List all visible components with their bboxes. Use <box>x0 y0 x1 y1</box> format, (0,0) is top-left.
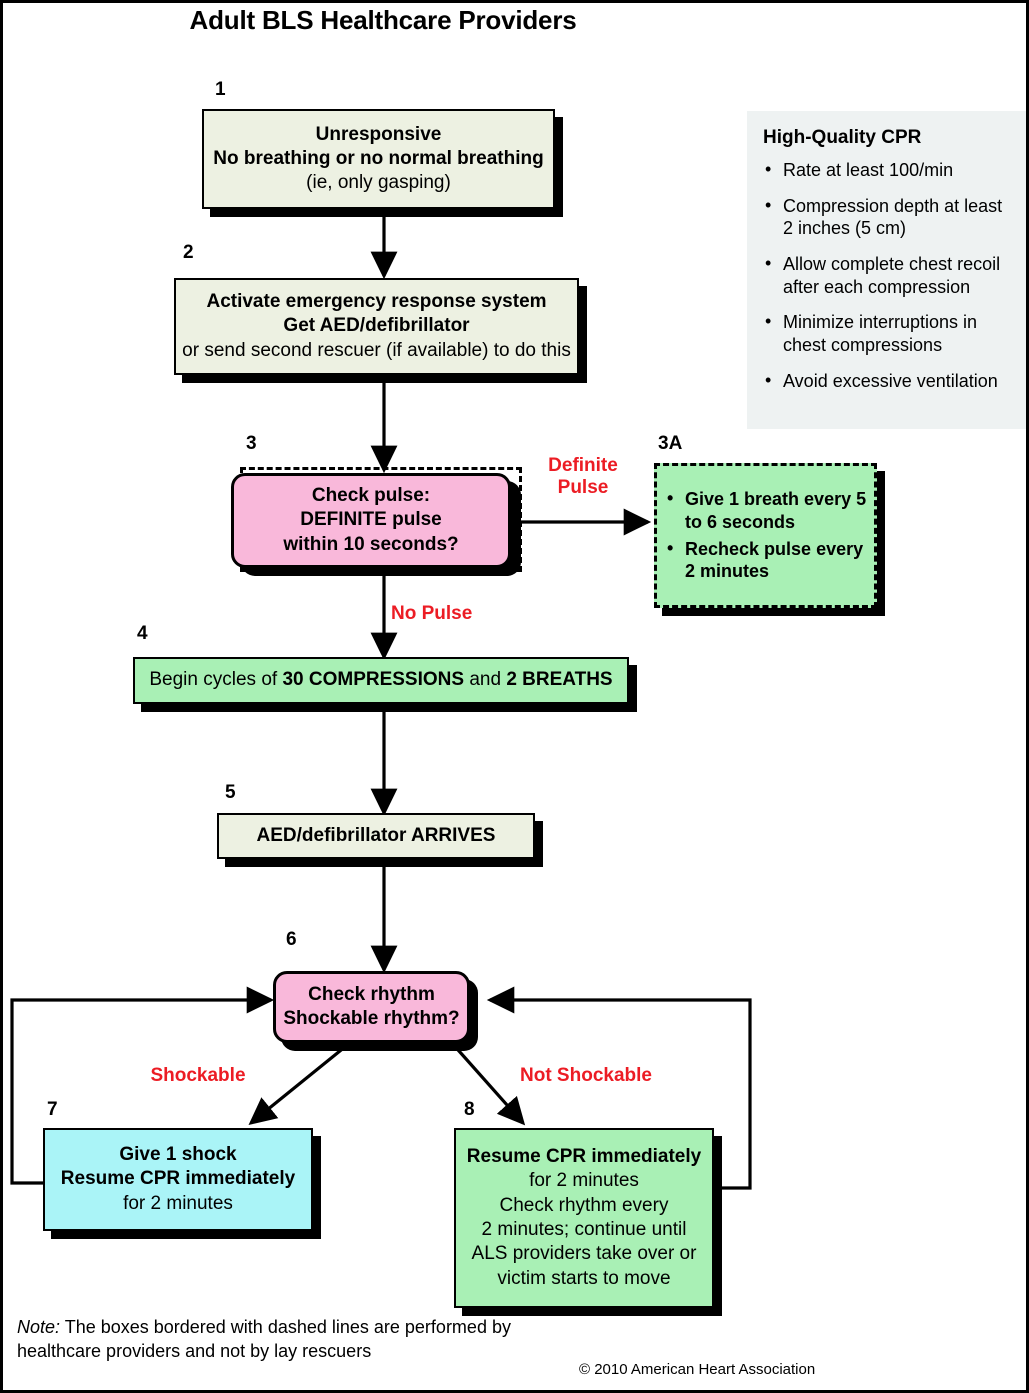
box-4-strong-2: 2 BREATHS <box>506 669 613 691</box>
box-4-strong-1: 30 COMPRESSIONS <box>282 669 465 691</box>
edge-label-no-pulse: No Pulse <box>391 603 473 624</box>
step-box-3a: Give 1 breath every 5 to 6 seconds Reche… <box>654 463 877 608</box>
list-item: Recheck pulse every 2 minutes <box>663 537 868 584</box>
step-number-7: 7 <box>47 1099 58 1120</box>
step-number-2: 2 <box>183 242 194 263</box>
box-4-prefix: Begin cycles of <box>149 669 283 691</box>
box-3a-bullet-list: Give 1 breath every 5 to 6 seconds Reche… <box>663 487 868 584</box>
edge-label-shockable: Shockable <box>150 1065 246 1086</box>
box-4-mid: and <box>464 669 507 691</box>
box-7-line-3: for 2 minutes <box>123 1192 233 1214</box>
box-3-line-3: within 10 seconds? <box>283 533 459 555</box>
step-box-8: Resume CPR immediately for 2 minutes Che… <box>454 1128 714 1308</box>
step-number-3: 3 <box>246 433 257 454</box>
box-4-text: Begin cycles of 30 COMPRESSIONS and 2 BR… <box>135 668 627 692</box>
footnote: Note: The boxes bordered with dashed lin… <box>17 1315 537 1364</box>
high-quality-cpr-panel: High-Quality CPR Rate at least 100/min C… <box>747 111 1026 429</box>
box-2-line-1: Activate emergency response system <box>206 291 547 313</box>
list-item: Compression depth at least 2 inches (5 c… <box>763 194 1014 240</box>
list-item: Avoid excessive ventilation <box>763 369 1014 393</box>
box-5-line-1: AED/defibrillator ARRIVES <box>256 824 496 846</box>
footnote-text: The boxes bordered with dashed lines are… <box>17 1317 511 1362</box>
box-7-line-2: Resume CPR immediately <box>60 1168 296 1190</box>
step-box-2: Activate emergency response system Get A… <box>174 278 579 375</box>
list-item: Minimize interruptions in chest compress… <box>763 310 1014 356</box>
box-1-line-1: Unresponsive <box>315 123 442 145</box>
step-number-5: 5 <box>225 782 236 803</box>
copyright: © 2010 American Heart Association <box>579 1361 816 1378</box>
page-title: Adult BLS Healthcare Providers <box>189 5 577 35</box>
box-7-line-1: Give 1 shock <box>119 1144 237 1166</box>
box-8-line-6: victim starts to move <box>497 1267 671 1289</box>
list-item: Give 1 breath every 5 to 6 seconds <box>663 487 868 534</box>
box-8-line-1: Resume CPR immediately <box>466 1146 702 1168</box>
step-number-3a: 3A <box>658 433 683 454</box>
panel-list: Rate at least 100/min Compression depth … <box>763 158 1014 393</box>
box-3-line-1: Check pulse: <box>311 485 431 507</box>
edge-label-not-shockable: Not Shockable <box>520 1065 652 1086</box>
edge-label-definite-pulse: Definite Pulse <box>548 455 618 499</box>
panel-heading: High-Quality CPR <box>763 127 922 148</box>
box-8-line-4: 2 minutes; continue until <box>481 1219 687 1240</box>
step-box-3: Check pulse: DEFINITE pulse within 10 se… <box>231 473 511 568</box>
box-3-line-2: DEFINITE pulse <box>300 509 442 531</box>
box-8-line-2: for 2 minutes <box>529 1170 639 1192</box>
list-item: Allow complete chest recoil after each c… <box>763 252 1014 298</box>
box-8-line-3: Check rhythm every <box>499 1194 669 1216</box>
box-6-line-2: Shockable rhythm? <box>283 1008 460 1029</box>
step-number-8: 8 <box>464 1099 475 1120</box>
list-item: Rate at least 100/min <box>763 158 1014 182</box>
box-1-line-3: (ie, only gasping) <box>306 172 451 194</box>
step-number-4: 4 <box>137 623 148 644</box>
box-6-line-1: Check rhythm <box>308 983 435 1005</box>
box-2-line-2: Get AED/defibrillator <box>283 315 470 337</box>
step-box-6: Check rhythm Shockable rhythm? <box>273 971 470 1043</box>
box-2-line-3: or send second rescuer (if available) to… <box>182 339 571 361</box>
step-box-7: Give 1 shock Resume CPR immediately for … <box>43 1128 313 1231</box>
footnote-label: Note: <box>17 1317 61 1337</box>
step-box-1: Unresponsive No breathing or no normal b… <box>202 109 555 209</box>
box-8-line-5: ALS providers take over or <box>471 1243 697 1265</box>
box-1-line-2: No breathing or no normal breathing <box>213 147 544 169</box>
step-number-6: 6 <box>286 929 297 950</box>
step-number-1: 1 <box>215 79 226 100</box>
step-box-5: AED/defibrillator ARRIVES <box>217 813 535 859</box>
step-box-4: Begin cycles of 30 COMPRESSIONS and 2 BR… <box>133 657 629 704</box>
